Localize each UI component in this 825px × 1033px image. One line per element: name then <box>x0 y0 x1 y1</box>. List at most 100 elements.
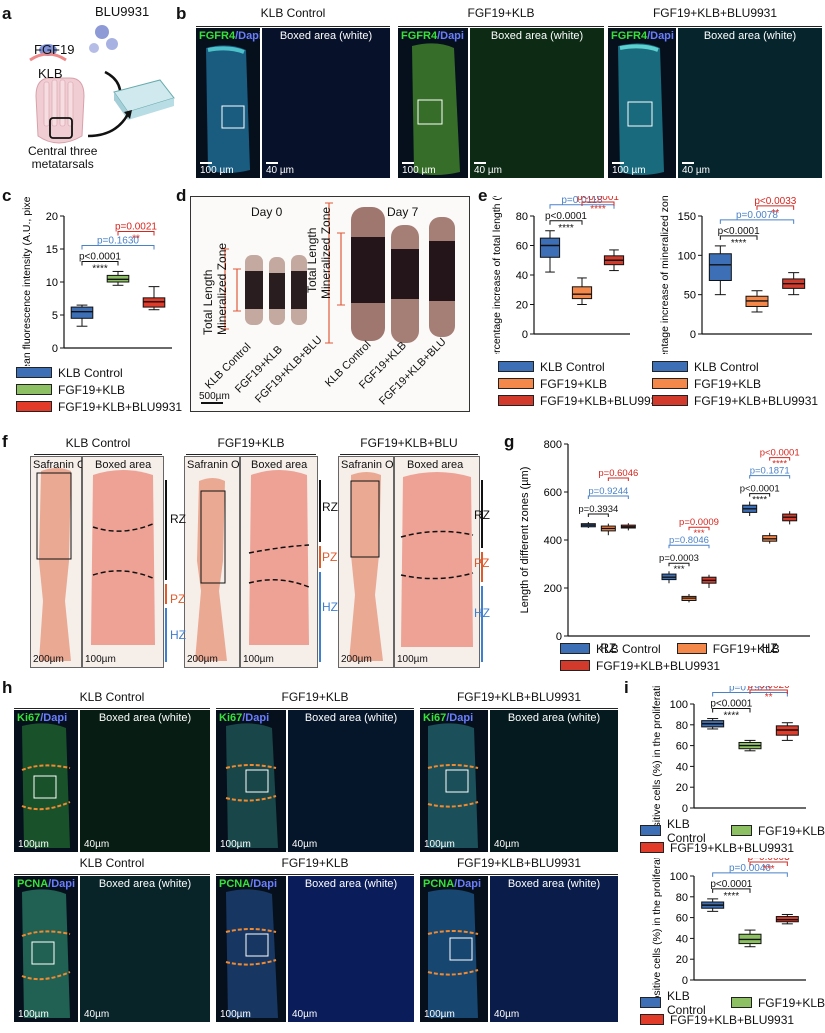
significance-stars: **** <box>752 495 767 506</box>
p-value-label: p=0.0078 <box>736 210 778 221</box>
label-mineralized-zone: Mineralized Zone <box>319 206 333 299</box>
legend-swatch-blu <box>640 1014 664 1025</box>
p-value-label: p=0.0021 <box>115 221 157 232</box>
panel-b-title-control: KLB Control <box>260 6 326 20</box>
significance-stars: **** <box>92 263 108 274</box>
stain-label: FGFR4 <box>611 30 648 42</box>
significance-bracket <box>607 477 629 481</box>
legend-label: FGF19+KLB <box>58 382 126 397</box>
y-tick-label: 100 <box>670 699 688 711</box>
significance-stars: ** <box>132 233 140 244</box>
p-value-label: p=0.0040 <box>729 863 771 874</box>
significance-stars: *** <box>693 528 704 539</box>
stain-label: /Dapi <box>647 30 674 42</box>
title-underline <box>34 454 162 455</box>
panel-label-f: f <box>2 432 8 451</box>
panel-label-c: c <box>2 186 12 205</box>
scalebar: 100µm <box>424 1009 455 1020</box>
legend-swatch-blu <box>498 395 534 406</box>
bone-day0-blu <box>291 255 307 325</box>
legend-swatch-blu <box>652 395 688 406</box>
label-fgf19: FGF19 <box>34 42 75 57</box>
p-value-label: p<0.0001 <box>710 699 752 710</box>
p-value-label: p=0.8046 <box>669 535 709 546</box>
scalebar: 100 µm <box>612 165 646 176</box>
p-value-label: p=0.0118 <box>561 196 603 206</box>
x-tick-label: HZ <box>762 641 778 655</box>
boxed-label: Boxed area <box>95 459 152 471</box>
p-value-label: p<0.0001 <box>718 226 760 237</box>
legend-swatch-fgf <box>652 378 688 389</box>
significance-stars: **** <box>772 459 787 470</box>
significance-stars: **** <box>590 204 606 215</box>
boxed-label: Boxed area (white) <box>279 30 373 42</box>
p-value-label: p=0.1871 <box>750 466 790 477</box>
micrograph-h-pcna-fgf-overview: PCNA/Dapi 100µm <box>216 876 286 1022</box>
label-klb: KLB <box>38 66 63 81</box>
scalebar: 100µm <box>85 654 116 665</box>
stain-label: /Dapi <box>40 712 68 724</box>
panel-label-e: e <box>478 186 488 205</box>
micrograph-h-ki67-fgf-boxed: Boxed area (white) 40µm <box>288 710 414 852</box>
y-tick-label: 60 <box>676 741 688 753</box>
stain-label: FGFR4 <box>401 30 438 42</box>
zone-label-pz: PZ <box>474 556 490 570</box>
significance-bracket <box>769 457 791 461</box>
zone-label-rz: RZ <box>474 508 490 522</box>
micrograph-h-ki67-control-overview: Ki67/Dapi 100µm <box>14 710 78 852</box>
significance-stars: **** <box>724 891 740 902</box>
significance-bracket <box>719 235 758 240</box>
bone-day7-fgf <box>391 225 419 343</box>
significance-bracket <box>117 230 155 236</box>
micrograph-h-ki67-blu-boxed: Boxed area (white) 40µm <box>490 710 618 852</box>
stain-label: PCNA <box>219 878 251 890</box>
culture-plate-icon <box>113 79 175 120</box>
micrograph-h-pcna-blu-overview: PCNA/Dapi 100µm <box>420 876 488 1022</box>
legend-swatch-control <box>16 367 52 378</box>
legend-i-top: KLB Control FGF19+KLB FGF19+KLB+BLU9931 <box>640 817 825 856</box>
scalebar: 200µm <box>341 654 372 665</box>
panel-label-g: g <box>504 432 515 451</box>
significance-bracket <box>749 493 771 497</box>
p-value-label: p<0.0001 <box>740 484 780 495</box>
scalebar: 100 µm <box>402 165 436 176</box>
blu-molecule-icon <box>89 43 99 53</box>
title-underline <box>196 26 390 27</box>
stain-label: Safranin O <box>187 459 240 471</box>
y-tick-label: 80 <box>516 211 528 223</box>
scalebar: 40µm <box>494 839 520 850</box>
scalebar: 40 µm <box>474 165 502 176</box>
legend-swatch-fgf <box>676 643 707 654</box>
significance-bracket <box>668 562 690 567</box>
significance-bracket <box>712 708 751 713</box>
label-mineralized-zone: Mineralized Zone <box>215 242 229 335</box>
micrograph-h-pcna-control-overview: PCNA/Dapi 100µm <box>14 876 78 1022</box>
legend-swatch-fgf <box>730 825 752 836</box>
panel-h-title-blu: FGF19+KLB+BLU9931 <box>456 690 582 704</box>
legend-label: KLB Control <box>667 988 706 1017</box>
panel-h-title-blu-2: FGF19+KLB+BLU9931 <box>456 856 582 870</box>
legend-label: FGF19+KLB+BLU9931 <box>670 1012 795 1027</box>
y-axis-label: Mean fluorescence intensity (A.U., pixel… <box>21 196 33 366</box>
micrograph-b-blu-boxed: Boxed area (white) 40 µm <box>678 28 822 178</box>
significance-stars: **** <box>558 223 574 234</box>
scalebar: 100µm <box>220 1009 251 1020</box>
y-tick-label: 0 <box>522 329 528 341</box>
panel-label-h: h <box>2 678 13 697</box>
title-underline <box>14 708 210 709</box>
title-underline <box>420 874 618 875</box>
legend-swatch-blu <box>560 660 590 671</box>
boxed-label: Boxed area <box>251 459 308 471</box>
significance-bracket <box>749 689 788 694</box>
blu-molecule-icon <box>95 25 109 39</box>
scalebar: 100µm <box>18 1009 49 1020</box>
y-tick-label: 0 <box>682 803 688 815</box>
significance-bracket <box>587 495 629 499</box>
scalebar: 40µm <box>84 1009 110 1020</box>
title-underline <box>398 26 604 27</box>
safranin-f-blu-overview: Safranin O 200µm <box>338 456 394 668</box>
stain-label: /Dapi <box>235 30 260 42</box>
legend-swatch-control <box>640 997 662 1008</box>
